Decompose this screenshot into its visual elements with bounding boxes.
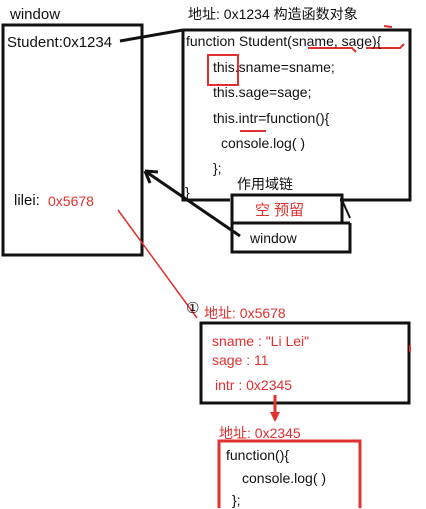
scope-slot-window: window bbox=[250, 230, 297, 246]
instance-header: 地址: 0x5678 bbox=[204, 305, 286, 321]
scope-slot-empty: 空 预留 bbox=[255, 202, 305, 219]
step-mark: ① bbox=[186, 300, 200, 317]
function-line-3: }; bbox=[232, 492, 241, 508]
sage-underline bbox=[366, 43, 405, 49]
student-ref-text: Student:0x1234 bbox=[7, 34, 113, 51]
student-ref-arrow bbox=[119, 28, 184, 43]
scope-to-window-arrow bbox=[143, 169, 241, 238]
function-line-2: console.log( ) bbox=[242, 470, 327, 486]
sname-underline bbox=[308, 47, 357, 53]
instance-prop-sname: sname : "Li Lei" bbox=[212, 333, 310, 349]
window-frame-box bbox=[1, 23, 144, 257]
code-line-6: }; bbox=[213, 160, 222, 176]
lilei-address: 0x5678 bbox=[48, 193, 94, 209]
code-line-7: } bbox=[185, 184, 190, 200]
scope-slot-window-box bbox=[230, 221, 352, 254]
code-line-5: console.log( ) bbox=[221, 135, 306, 151]
code-line-4: this.intr=function(){ bbox=[213, 110, 330, 126]
constructor-box bbox=[181, 28, 412, 202]
function-box bbox=[217, 439, 362, 508]
instance-prop-intr: intr : 0x2345 bbox=[215, 377, 293, 393]
header-red-dash bbox=[383, 25, 393, 28]
instance-prop-sage: sage : 11 bbox=[212, 352, 269, 368]
code-line-3: this.sage=sage; bbox=[213, 84, 312, 100]
window-label: window bbox=[10, 6, 61, 23]
instance-box bbox=[199, 321, 411, 405]
function-header: 地址: 0x2345 bbox=[219, 425, 301, 441]
scope-slot-empty-box bbox=[230, 193, 344, 225]
lilei-name: lilei: bbox=[14, 192, 40, 209]
code-line-1: function Student(sname, sage){ bbox=[186, 33, 382, 49]
function-line-1: function(){ bbox=[226, 447, 290, 463]
code-line-2: this.sname=sname; bbox=[213, 59, 335, 75]
scope-chain-title: 作用域链 bbox=[237, 176, 293, 192]
this-highlight-box bbox=[207, 54, 239, 86]
scope-slot-divider bbox=[341, 199, 351, 219]
lilei-to-instance-line bbox=[117, 209, 198, 319]
constructor-header: 地址: 0x1234 构造函数对象 bbox=[188, 6, 358, 22]
